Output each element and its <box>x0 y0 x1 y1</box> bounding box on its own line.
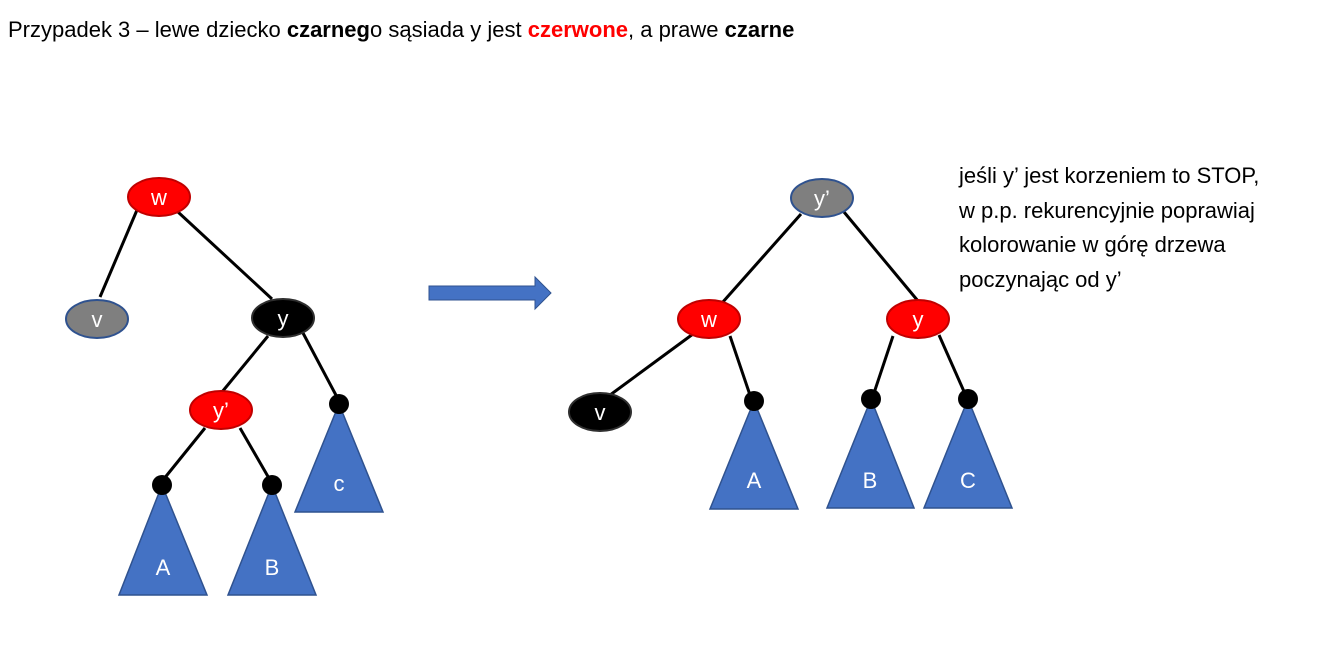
subtree-a-label: A <box>747 468 762 493</box>
nil-dot <box>329 394 349 414</box>
subtree-c-label: C <box>960 468 976 493</box>
heading-mid-2: , a prawe <box>628 17 725 42</box>
node-yprime-after <box>790 178 854 218</box>
subtree-c-before <box>293 402 385 513</box>
node-w-before <box>127 177 191 217</box>
subtree-b-label: B <box>265 555 280 580</box>
edge-w-y <box>176 210 274 301</box>
tree-before: A B c w v y y’ <box>65 177 385 596</box>
node-yprime-label: y’ <box>213 398 229 423</box>
node-y-before <box>251 298 315 338</box>
heading-prefix: Przypadek 3 – lewe dziecko <box>8 17 287 42</box>
node-w-label: w <box>150 185 167 210</box>
node-v-after <box>568 392 632 432</box>
subtree-a-before <box>117 482 209 596</box>
note-line-3: kolorowanie w górę drzewa <box>959 232 1226 257</box>
subtree-c-after <box>922 396 1014 509</box>
edge-yprime-a <box>161 427 207 481</box>
edge-y-c <box>937 334 968 397</box>
node-yprime-before <box>189 390 253 430</box>
subtree-a-after <box>708 399 800 510</box>
nil-dot <box>958 389 978 409</box>
tree-before-edges <box>98 209 340 481</box>
heading-red-word: czerwone <box>527 17 628 42</box>
edge-y-c <box>301 332 340 400</box>
nil-dot <box>861 389 881 409</box>
edge-yprime-y <box>842 211 920 302</box>
slide-heading: Przypadek 3 – lewe dziecko czarnego sąsi… <box>8 17 794 43</box>
edge-y-yprime <box>220 335 270 393</box>
edge-w-a <box>728 335 753 399</box>
tree-after-edges <box>605 211 968 400</box>
note-text: jeśli y’ jest korzeniem to STOP, w p.p. … <box>959 159 1259 297</box>
note-line-4: poczynając od y’ <box>959 266 1122 292</box>
edge-w-v <box>605 332 694 400</box>
nil-dot <box>744 391 764 411</box>
subtree-b-before <box>226 482 318 596</box>
edge-w-v <box>98 209 139 298</box>
nil-dot <box>262 475 282 495</box>
node-v-label: v <box>595 400 606 425</box>
note-line-2: w p.p. rekurencyjnie poprawiaj <box>959 197 1255 223</box>
edge-y-b <box>871 335 895 397</box>
node-w-label: w <box>700 307 717 332</box>
nil-dot <box>152 475 172 495</box>
node-v-label: v <box>92 307 103 332</box>
subtree-b-after <box>825 396 916 509</box>
transform-arrow-icon <box>428 275 552 311</box>
tree-after: A B C y’ w y v <box>568 178 1014 510</box>
heading-mid-1: o sąsiada y jest <box>369 17 528 42</box>
node-y-after <box>886 299 950 339</box>
subtree-c-label: c <box>334 471 345 496</box>
note-line-1: jeśli y’ jest korzeniem to STOP, <box>959 163 1260 188</box>
heading-bold-black: czarneg <box>286 17 370 42</box>
subtree-b-label: B <box>863 468 878 493</box>
heading-bold-black-2: czarne <box>724 17 795 42</box>
node-yprime-label: y’ <box>814 186 830 211</box>
edge-yprime-w <box>720 213 803 304</box>
node-y-label: y <box>278 306 289 331</box>
node-v-before <box>65 299 129 339</box>
edge-yprime-b <box>238 427 272 481</box>
node-w-after <box>677 299 741 339</box>
node-y-label: y <box>913 307 924 332</box>
subtree-a-label: A <box>156 555 171 580</box>
